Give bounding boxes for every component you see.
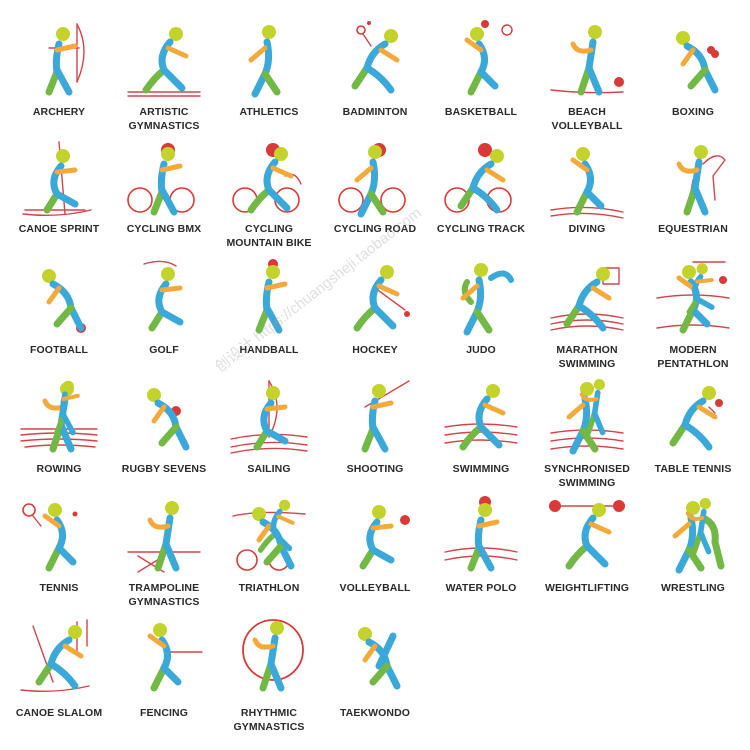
badminton-icon (351, 21, 400, 94)
artistic-gymnastics-icon (127, 27, 201, 97)
fencing-icon (147, 623, 203, 692)
sport-label: TABLE TENNIS (654, 463, 732, 475)
cycling-bmx-icon (127, 143, 195, 216)
shooting-icon (361, 380, 410, 453)
sport-label: FENCING (140, 707, 188, 719)
sport-label: RUGBY SEVENS (121, 463, 207, 475)
table-tennis-icon (669, 386, 723, 451)
sport-label: SAILING (247, 463, 291, 475)
rhythmic-gymnastics-icon (242, 619, 304, 692)
trampoline-gymnastics-icon (127, 501, 201, 573)
sport-label: TRIATHLON (238, 582, 300, 594)
sport-label: BASKETBALL (444, 106, 518, 118)
sport-label: TRAMPOLINE GYMNASTICS (128, 582, 200, 608)
archery-icon (45, 23, 85, 96)
sport-label: ARTISTIC GYMNASTICS (128, 106, 200, 132)
sport-label: BEACH VOLLEYBALL (551, 106, 623, 132)
football-icon (42, 269, 86, 333)
synchronised-swimming-icon (550, 379, 624, 455)
cycling-road-icon (338, 143, 406, 218)
judo-icon (460, 263, 514, 336)
basketball-icon (464, 20, 513, 96)
beach-volleyball-icon (550, 25, 624, 96)
swimming-icon (444, 384, 518, 451)
sport-label: FOOTBALL (30, 344, 88, 356)
sport-label: HOCKEY (352, 344, 398, 356)
weightlifting-icon (549, 500, 625, 570)
sport-label: DIVING (568, 223, 606, 235)
sport-label: WRESTLING (661, 582, 725, 594)
sport-label: TAEKWONDO (339, 707, 411, 719)
sport-label: BOXING (671, 106, 715, 118)
athletics-icon (248, 25, 281, 98)
sport-label: MARATHON SWIMMING (556, 344, 618, 370)
rowing-icon (20, 380, 98, 453)
sport-label: ARCHERY (32, 106, 86, 118)
diving-icon (550, 147, 624, 219)
sport-label: CYCLING ROAD (333, 223, 417, 235)
sport-label: ROWING (36, 463, 82, 475)
sport-label: MODERN PENTATHLON (657, 344, 729, 370)
wrestling-icon (672, 498, 725, 574)
sport-label: CYCLING TRACK (436, 223, 526, 235)
handball-icon (255, 259, 288, 334)
sport-label: CANOE SPRINT (18, 223, 100, 235)
sport-label: RHYTHMIC GYMNASTICS (233, 707, 305, 733)
cycling-mountain-bike-icon (232, 143, 302, 214)
rugby-sevens-icon (147, 388, 190, 451)
sport-label: SYNCHRONISED SWIMMING (544, 463, 630, 489)
sport-label: HANDBALL (239, 344, 299, 356)
sport-label: CANOE SLALOM (15, 707, 103, 719)
boxing-icon (676, 31, 719, 94)
sport-label: EQUESTRIAN (658, 223, 728, 235)
sport-label: ATHLETICS (239, 106, 299, 118)
sport-label: GOLF (149, 344, 179, 356)
equestrian-icon (676, 145, 726, 216)
sport-label: WATER POLO (445, 582, 517, 594)
modern-pentathlon-icon (656, 261, 730, 334)
canoe-slalom-icon (20, 619, 90, 693)
sport-label: CYCLING MOUNTAIN BIKE (226, 223, 312, 249)
sport-label: BADMINTON (342, 106, 408, 118)
sailing-icon (230, 380, 308, 454)
hockey-icon (353, 265, 410, 332)
sport-label: CYCLING BMX (126, 223, 202, 235)
sport-label: JUDO (466, 344, 496, 356)
taekwondo-icon (358, 627, 401, 690)
canoe-sprint-icon (22, 141, 92, 217)
tennis-icon (22, 503, 78, 572)
sport-label: TENNIS (39, 582, 79, 594)
water-polo-icon (444, 496, 518, 572)
volleyball-icon (359, 505, 410, 570)
golf-icon (143, 260, 184, 332)
cycling-track-icon (444, 143, 512, 214)
sport-label: SHOOTING (346, 463, 404, 475)
sport-label: SWIMMING (452, 463, 510, 475)
sport-label: WEIGHTLIFTING (544, 582, 630, 594)
sport-label: VOLLEYBALL (339, 582, 411, 594)
marathon-swimming-icon (550, 267, 624, 332)
triathlon-icon (232, 499, 306, 571)
